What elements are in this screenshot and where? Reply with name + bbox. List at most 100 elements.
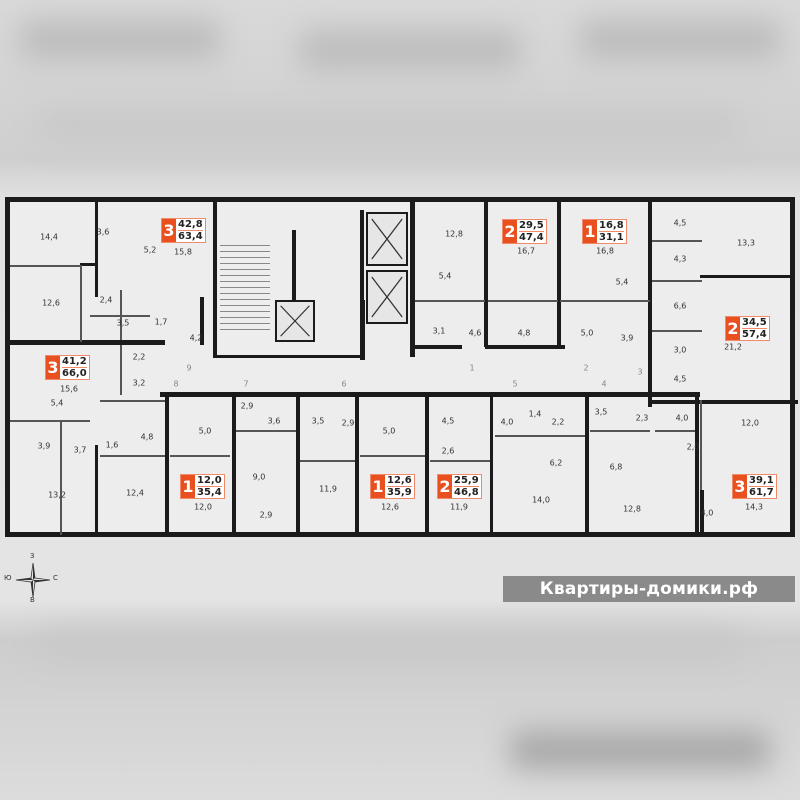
room-count: 3 (162, 219, 176, 242)
room-area-label: 4,5 (673, 218, 687, 228)
compass-west-label: Ю (4, 574, 12, 582)
room-area-label: 12,4 (126, 488, 144, 498)
room-area-label: 3,7 (73, 445, 87, 455)
elevator-shaft (275, 300, 315, 342)
room-area-label: 3,5 (116, 318, 130, 328)
partition (120, 345, 122, 395)
partition (10, 265, 80, 267)
room-area-label: 4,8 (517, 328, 531, 338)
compass-south-label: В (30, 596, 35, 604)
room-area-label: 2,9 (341, 418, 355, 428)
door-number: 6 (341, 379, 347, 389)
room-count: 1 (371, 475, 385, 498)
room-area-label: 9,0 (252, 472, 266, 482)
room-count: 2 (503, 220, 517, 243)
room-area-label: 2,6 (441, 446, 455, 456)
room-area-label: 16,8 (596, 246, 614, 256)
room-count: 1 (181, 475, 195, 498)
wall (585, 395, 589, 537)
wall (648, 197, 652, 407)
partition (652, 330, 702, 332)
room-area-label: 12,6 (42, 298, 60, 308)
partition (430, 460, 490, 462)
room-area-label: 15,8 (174, 247, 192, 257)
partition (60, 420, 62, 535)
room-area-label: 12,8 (623, 504, 641, 514)
room-area-label: 1,4 (528, 409, 542, 419)
room-area-label: 5,4 (615, 277, 629, 287)
room-count: 2 (726, 317, 740, 340)
room-area-label: 3,2 (132, 378, 146, 388)
room-area-label: 3,5 (594, 407, 608, 417)
wall (5, 340, 165, 345)
room-area-label: 1,7 (154, 317, 168, 327)
wall (484, 197, 488, 347)
living-area: 29,5 (519, 220, 544, 232)
partition (100, 400, 165, 402)
room-area-label: 4,0 (675, 413, 689, 423)
partition (236, 430, 296, 432)
room-area-label: 12,6 (381, 502, 399, 512)
compass-east-label: С (53, 574, 58, 582)
room-area-label: 2,9 (240, 401, 254, 411)
room-area-label: 21,2 (724, 342, 742, 352)
wall (648, 400, 798, 404)
partition (10, 420, 90, 422)
total-area: 46,8 (454, 487, 479, 498)
total-area: 31,1 (599, 232, 624, 243)
room-area-label: 2,0 (686, 442, 700, 452)
wall (700, 275, 795, 278)
room-area-label: 3,6 (267, 416, 281, 426)
room-area-label: 11,9 (450, 502, 468, 512)
total-area: 63,4 (178, 231, 203, 242)
partition (100, 455, 165, 457)
room-area-label: 5,0 (198, 426, 212, 436)
total-area: 35,4 (197, 487, 222, 498)
partition (360, 455, 425, 457)
wall (355, 395, 359, 537)
partition (655, 430, 695, 432)
wall (213, 355, 363, 358)
wall (200, 297, 204, 345)
room-area-label: 4,2 (189, 333, 203, 343)
wall (557, 197, 561, 347)
wall (412, 345, 462, 349)
room-area-label: 4,0 (700, 508, 714, 518)
living-area: 25,9 (454, 475, 479, 487)
partition (300, 460, 355, 462)
door-number: 4 (601, 379, 607, 389)
room-count: 3 (46, 356, 60, 379)
room-area-label: 2,9 (259, 510, 273, 520)
door-number: 9 (186, 363, 192, 373)
room-area-label: 4,0 (500, 417, 514, 427)
door-number: 5 (512, 379, 518, 389)
room-area-label: 5,2 (143, 245, 157, 255)
total-area: 57,4 (742, 329, 767, 340)
partition (590, 430, 650, 432)
room-area-label: 5,4 (438, 271, 452, 281)
room-area-label: 5,4 (50, 398, 64, 408)
living-area: 39,1 (749, 475, 774, 487)
room-area-label: 14,3 (745, 502, 763, 512)
room-area-label: 2,4 (99, 295, 113, 305)
total-area: 61,7 (749, 487, 774, 498)
partition (80, 265, 82, 342)
room-area-label: 2,2 (551, 417, 565, 427)
room-area-label: 4,3 (673, 254, 687, 264)
total-area: 66,0 (62, 368, 87, 379)
room-area-label: 16,7 (517, 246, 535, 256)
wall (490, 395, 493, 537)
room-count: 3 (733, 475, 747, 498)
wall (360, 210, 364, 350)
living-area: 12,6 (387, 475, 412, 487)
room-area-label: 13,3 (737, 238, 755, 248)
